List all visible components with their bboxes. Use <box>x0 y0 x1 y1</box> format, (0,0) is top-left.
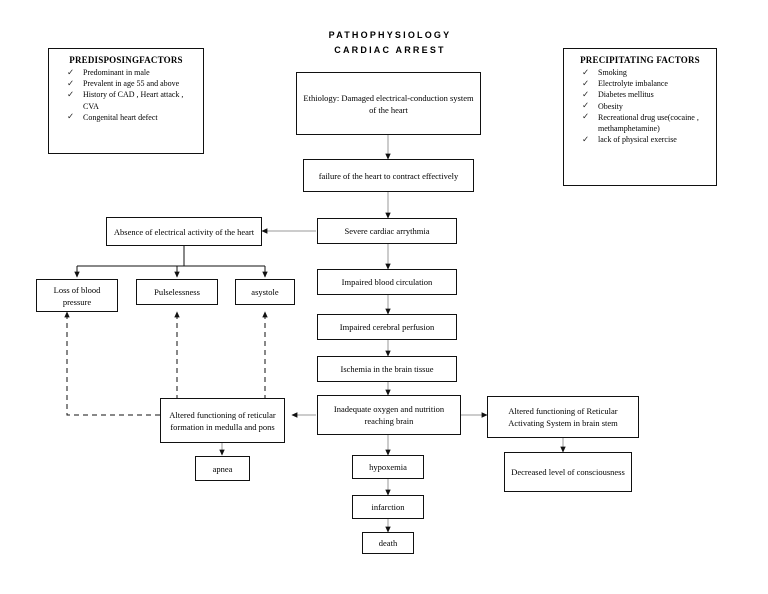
node-impaired-cerebral-perfusion: Impaired cerebral perfusion <box>317 314 457 340</box>
predisposing-factors-box: PREDISPOSINGFACTORS ✓ Predominant in male… <box>48 48 204 154</box>
page-title: PATHOPHYSIOLOGY CARDIAC ARREST <box>284 28 496 58</box>
title-line-1: PATHOPHYSIOLOGY <box>328 30 452 40</box>
list-item: ✓ Diabetes mellitus <box>582 89 712 100</box>
check-icon: ✓ <box>582 88 590 99</box>
list-item: ✓ Smoking <box>582 67 712 78</box>
node-label: Impaired cerebral perfusion <box>339 322 435 332</box>
list-item: ✓ lack of physical exercise <box>582 134 712 145</box>
node-death: death <box>362 532 414 554</box>
precipitating-factors-list: ✓ Smoking ✓ Electrolyte imbalance ✓ Diabete… <box>568 67 712 145</box>
node-reticular-formation: Altered functioning of reticular formati… <box>160 398 285 443</box>
list-item-label: Prevalent in age 55 and above <box>83 79 180 89</box>
node-label: Absence of electrical activity of the he… <box>113 226 255 237</box>
node-label: asystole <box>251 287 279 297</box>
list-item: ✓ Electrolyte imbalance <box>582 78 712 89</box>
list-item: ✓ Obesity <box>582 100 712 112</box>
check-icon: ✓ <box>582 66 590 77</box>
node-label: hypoxemia <box>369 462 407 472</box>
node-apnea: apnea <box>195 456 250 481</box>
node-label: Ethiology: Damaged electrical-conduction… <box>303 92 474 115</box>
list-item: ✓ Recreational drug use(cocaine , methamp… <box>582 111 712 134</box>
check-icon: ✓ <box>67 77 75 88</box>
node-inadequate-oxygen: Inadequate oxygen and nutrition reaching… <box>317 395 461 435</box>
check-icon: ✓ <box>67 88 75 99</box>
node-label: Pulselessness <box>154 287 200 297</box>
precipitating-factors-box: PRECIPITATING FACTORS ✓ Smoking ✓ Electrol… <box>563 48 717 186</box>
list-item-label: Recreational drug use(cocaine , methamph… <box>598 112 699 134</box>
node-label: Impaired blood circulation <box>341 277 433 287</box>
node-impaired-blood-circulation: Impaired blood circulation <box>317 269 457 295</box>
list-item-label: Congenital heart defect <box>83 112 158 122</box>
list-item: ✓ History of CAD , Heart attack , CVA <box>67 89 199 111</box>
node-label: Altered functioning of Reticular Activat… <box>508 406 618 428</box>
check-icon: ✓ <box>582 100 590 111</box>
list-item: ✓ Prevalent in age 55 and above <box>67 78 199 89</box>
node-infarction: infarction <box>352 495 424 519</box>
predisposing-factors-heading: PREDISPOSINGFACTORS <box>69 55 183 65</box>
check-icon: ✓ <box>67 66 75 77</box>
node-label: death <box>378 538 398 548</box>
list-item-label: Obesity <box>598 101 623 111</box>
list-item-label: Smoking <box>598 68 627 77</box>
list-item-label: History of CAD , Heart attack , CVA <box>83 90 184 111</box>
node-absence-electrical-activity: Absence of electrical activity of the he… <box>106 217 262 246</box>
list-item-label: Predominant in male <box>83 68 150 77</box>
node-asystole: asystole <box>235 279 295 305</box>
node-decreased-consciousness: Decreased level of consciousness <box>504 452 632 492</box>
list-item-label: lack of physical exercise <box>598 135 677 145</box>
check-icon: ✓ <box>582 111 590 122</box>
check-icon: ✓ <box>582 133 590 144</box>
node-label: failure of the heart to contract effecti… <box>318 170 459 181</box>
node-label: Altered functioning of reticular formati… <box>169 409 276 432</box>
check-icon: ✓ <box>582 77 590 88</box>
node-ischemia-brain-tissue: Ischemia in the brain tissue <box>317 356 457 382</box>
node-etiology: Ethiology: Damaged electrical-conduction… <box>296 72 481 135</box>
title-line-2: CARDIAC ARREST <box>334 45 446 55</box>
precipitating-factors-heading: PRECIPITATING FACTORS <box>580 55 700 65</box>
node-failure-to-contract: failure of the heart to contract effecti… <box>303 159 474 192</box>
list-item: ✓ Predominant in male <box>67 67 199 78</box>
list-item-label: Diabetes mellitus <box>598 90 654 100</box>
list-item-label: Electrolyte imbalance <box>598 79 668 89</box>
check-icon: ✓ <box>67 111 75 122</box>
node-severe-arrythmia: Severe cardiac arrythmia <box>317 218 457 244</box>
node-label: Loss of blood pressure <box>53 284 101 307</box>
predisposing-factors-list: ✓ Predominant in male ✓ Prevalent in age 5… <box>53 67 199 123</box>
node-reticular-activating-system: Altered functioning of Reticular Activat… <box>487 396 639 438</box>
node-label: Severe cardiac arrythmia <box>344 226 430 236</box>
list-item: ✓ Congenital heart defect <box>67 111 199 123</box>
node-label: Ischemia in the brain tissue <box>340 364 434 374</box>
node-pulselessness: Pulselessness <box>136 279 218 305</box>
node-label: Inadequate oxygen and nutrition reaching… <box>333 404 445 426</box>
node-label: apnea <box>212 463 233 474</box>
node-loss-blood-pressure: Loss of blood pressure <box>36 279 118 312</box>
node-label: Decreased level of consciousness <box>511 467 625 477</box>
node-hypoxemia: hypoxemia <box>352 455 424 479</box>
node-label: infarction <box>371 502 405 512</box>
